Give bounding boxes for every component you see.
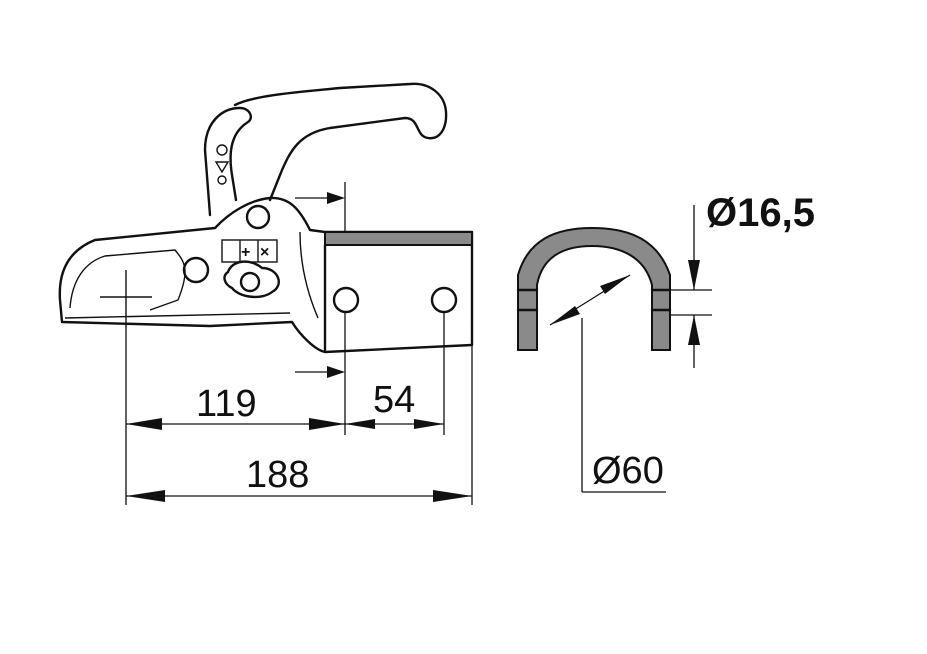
safety-indicator-icon (214, 144, 230, 185)
housing-hole-lower (182, 256, 210, 284)
dimension-extension-lines (125, 312, 473, 505)
bolt-hole-2 (430, 286, 458, 314)
dimension-119: 119 (126, 383, 345, 430)
bolt-hole-1 (332, 286, 360, 314)
dimension-diameter-60: Ø60 (549, 274, 666, 493)
dimension-188: 188 (126, 454, 472, 502)
flange-top-strip (324, 231, 473, 246)
wear-indicator-icon: + × (221, 239, 280, 299)
housing-hole-upper (245, 204, 271, 230)
dimension-label-119: 119 (196, 383, 257, 425)
coupling-head: + × (58, 82, 474, 354)
dimension-label-188: 188 (246, 454, 309, 496)
dimension-54: 54 (345, 379, 444, 429)
u-clamp (516, 226, 672, 351)
coupling-handle (233, 82, 448, 202)
coupling-housing (58, 196, 474, 354)
dimension-label-54: 54 (373, 379, 415, 421)
dimension-diameter-16-5: Ø16,5 (670, 191, 815, 368)
dimension-label-diameter-16-5: Ø16,5 (706, 191, 815, 235)
handle-pivot-housing (203, 106, 252, 217)
dimension-label-diameter-60: Ø60 (592, 450, 664, 492)
svg-text:+: + (241, 244, 250, 261)
ball-centre-mark (100, 270, 152, 328)
bolt-axis-markers (295, 182, 346, 378)
housing-inner-contour (69, 249, 186, 311)
svg-text:×: × (260, 244, 269, 261)
u-clamp-body (517, 226, 671, 351)
